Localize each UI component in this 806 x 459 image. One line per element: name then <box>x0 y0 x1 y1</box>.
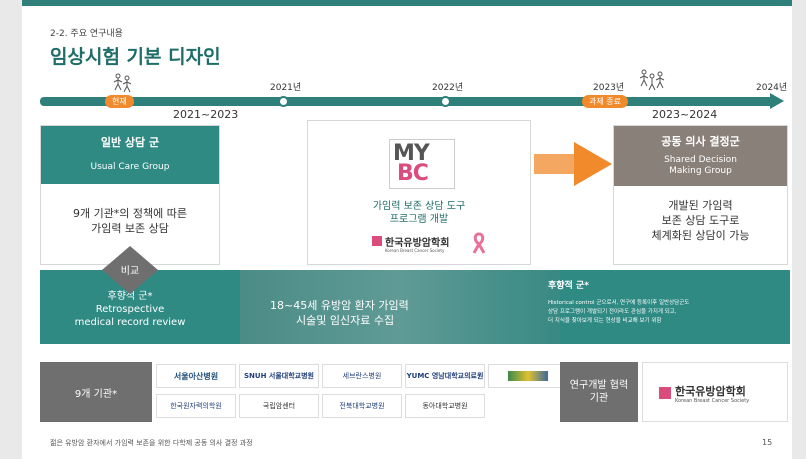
top-accent-bar <box>22 0 792 6</box>
retrospective-banner: 후향적 군* Retrospective medical record revi… <box>40 270 790 344</box>
mybc-logo-bottom: BC <box>397 161 429 186</box>
shared-decision-title: 공동 의사 결정군 <box>661 135 740 148</box>
usual-care-subtitle: Usual Care Group <box>90 162 170 172</box>
data-collection-line2: 시술및 임신자료 수집 <box>296 314 395 327</box>
usual-care-box: 일반 상담 군 Usual Care Group 9개 기관*의 정책에 따른 … <box>40 125 220 265</box>
usual-care-line1: 9개 기관*의 정책에 따른 <box>72 207 188 220</box>
institution-kirams: 한국원자력의학원 <box>156 394 236 418</box>
retrospective-title: 후향적 군* <box>107 291 153 302</box>
historical-control-text: 후향적 군* Historical control 군으로서, 연구에 등록이후… <box>548 278 778 326</box>
partner-society-en: Korean Breast Cancer Society <box>675 398 750 404</box>
institution-jbnu: 전북대학교병원 <box>322 394 402 418</box>
shared-decision-subtitle-1: Shared Decision <box>664 155 737 165</box>
partner-label-line2: 기관 <box>589 393 609 404</box>
compare-diamond-icon <box>102 246 158 294</box>
current-badge: 현재 <box>105 95 134 108</box>
historical-control-title: 후향적 군* <box>548 281 589 291</box>
society-name-en: Korean Breast Cancer Society <box>385 248 445 253</box>
people-group-icon <box>639 69 665 91</box>
year-2024-label: 2024년 <box>756 83 788 93</box>
historical-control-line1: Historical control 군으로서, 연구에 등록이후 일반상담군도 <box>548 300 690 306</box>
partner-label-line1: 연구개발 협력 <box>569 380 629 391</box>
usual-care-line2: 가임력 보존 상담 <box>91 222 169 235</box>
page-title: 임상시험 기본 디자인 <box>50 46 221 68</box>
usual-care-title: 일반 상담 군 <box>100 136 160 149</box>
institutions-label: 9개 기관* <box>40 362 152 422</box>
mybc-logo-top: MY <box>393 141 430 166</box>
timeline-arrow-icon <box>770 93 784 109</box>
institution-logo-icon <box>508 371 548 381</box>
shared-decision-header: 공동 의사 결정군 Shared Decision Making Group <box>614 126 787 186</box>
institution-unknown <box>488 364 568 388</box>
page-number: 15 <box>762 438 773 447</box>
partner-label: 연구개발 협력 기관 <box>560 362 638 422</box>
range-left-label: 2021~2023 <box>173 108 239 121</box>
progress-arrow-icon <box>534 142 612 186</box>
data-collection-text: 18~45세 유방암 환자 가임력 시술및 임신자료 수집 <box>270 298 530 328</box>
institution-snuh-name: SNUH 서울대학교병원 <box>244 372 314 380</box>
historical-control-line3: 더 지식을 찾아보게 되는 현상을 비교해 보기 위함 <box>548 318 662 324</box>
retrospective-en-2: medical record review <box>74 317 186 328</box>
institution-yumc: YUMC 영남대학교의료원 <box>405 364 485 388</box>
usual-care-body: 9개 기관*의 정책에 따른 가임력 보존 상담 <box>41 206 219 236</box>
institution-asan: 서울아산병원 <box>156 364 236 388</box>
institution-ncc: 국립암센터 <box>239 394 319 418</box>
banner-photo-overlay <box>240 270 560 344</box>
timeline-dot-2021 <box>278 96 289 107</box>
retrospective-left: 후향적 군* Retrospective medical record revi… <box>40 290 220 329</box>
institution-severance: 세브란스병원 <box>322 364 402 388</box>
year-2021-label: 2021년 <box>270 83 302 93</box>
usual-care-header: 일반 상담 군 Usual Care Group <box>41 126 219 184</box>
institution-severance-name: 세브란스병원 <box>342 372 382 380</box>
institution-jbnu-name: 전북대학교병원 <box>339 402 385 410</box>
institution-ncc-name: 국립암센터 <box>262 402 296 410</box>
historical-control-line2: 상담 프로그램이 개발되기 전이라도 관심을 가지게 되고, <box>548 309 677 315</box>
slide: 2-2. 주요 연구내용 임상시험 기본 디자인 현재 과제 종료 2021년 … <box>22 0 792 459</box>
shared-decision-line3: 체계화된 상담이 가능 <box>651 229 750 242</box>
partner-society-icon <box>659 387 671 399</box>
year-2022-label: 2022년 <box>432 83 464 93</box>
people-icon <box>113 73 132 93</box>
partner-society-box: 한국유방암학회 Korean Breast Cancer Society <box>642 362 788 422</box>
project-end-badge: 과제 종료 <box>582 95 628 108</box>
shared-decision-box: 공동 의사 결정군 Shared Decision Making Group 개… <box>613 125 788 265</box>
institution-donga: 동아대학교병원 <box>405 394 485 418</box>
institution-yumc-name: YUMC 영남대학교의료원 <box>406 372 484 380</box>
mybc-logo: MY BC <box>389 139 455 189</box>
institution-donga-name: 동아대학교병원 <box>422 402 468 410</box>
footer-caption: 젊은 유방암 환자에서 가임력 보존을 위한 다학제 공동 의사 결정 과정 <box>50 439 253 447</box>
timeline-bar <box>40 97 776 106</box>
data-collection-line1: 18~45세 유방암 환자 가임력 <box>270 299 409 312</box>
year-2023-label: 2023년 <box>593 83 625 93</box>
compare-label: 비교 <box>120 266 140 277</box>
institution-kirams-name: 한국원자력의학원 <box>170 402 222 410</box>
program-dev-line1: 가임력 보존 상담 도구 <box>372 201 466 212</box>
partner-society-name: 한국유방암학회 <box>675 385 746 398</box>
institution-snuh: SNUH 서울대학교병원 <box>239 364 319 388</box>
program-dev-text: 가임력 보존 상담 도구 프로그램 개발 <box>307 200 531 226</box>
section-label: 2-2. 주요 연구내용 <box>50 29 123 39</box>
timeline-dot-2022 <box>440 96 451 107</box>
program-dev-line2: 프로그램 개발 <box>389 214 449 225</box>
shared-decision-subtitle-2: Making Group <box>669 166 732 176</box>
society-logo-icon <box>372 236 382 246</box>
pink-ribbon-icon <box>472 232 486 254</box>
retrospective-en-1: Retrospective <box>95 304 165 315</box>
range-right-label: 2023~2024 <box>652 108 718 121</box>
shared-decision-body: 개발된 가임력 보존 상담 도구로 체계화된 상담이 가능 <box>614 198 787 243</box>
society-name: 한국유방암학회 <box>385 238 450 249</box>
shared-decision-line2: 보존 상담 도구로 <box>661 214 740 227</box>
shared-decision-line1: 개발된 가임력 <box>668 199 733 212</box>
institution-asan-name: 서울아산병원 <box>173 371 219 381</box>
